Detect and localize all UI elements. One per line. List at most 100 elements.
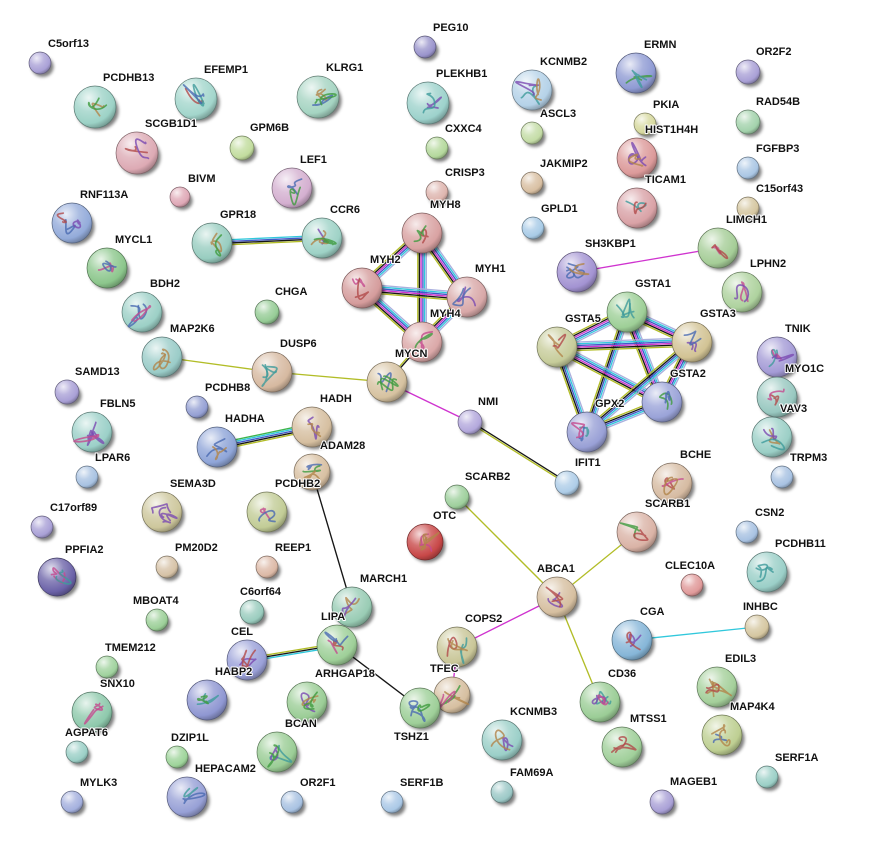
node-NMI[interactable]: NMI [457, 395, 499, 437]
node-OR2F2[interactable]: OR2F2 [735, 45, 792, 87]
edge-evidence-line-cooccurrence[interactable] [556, 340, 693, 347]
node-sphere[interactable] [95, 655, 119, 679]
node-CXXC4[interactable]: CXXC4 [425, 122, 484, 162]
node-MYLK3[interactable]: MYLK3 [60, 776, 118, 816]
edge-evidence-line-coexpression[interactable] [557, 343, 693, 351]
node-CEL[interactable]: CEL [226, 625, 270, 683]
node-CLEC10A[interactable]: CLEC10A [664, 559, 716, 599]
node-sphere[interactable] [28, 51, 52, 75]
node-sphere[interactable] [145, 608, 169, 632]
node-sphere[interactable] [226, 639, 268, 681]
edge-evidence-line-homology[interactable] [556, 337, 692, 344]
node-sphere[interactable] [380, 790, 404, 814]
node-ABCA1[interactable]: ABCA1 [536, 562, 580, 620]
edge-evidence-line-coexpression[interactable] [311, 471, 353, 608]
edge-evidence-line-textmining[interactable] [469, 422, 567, 485]
node-CRISP3[interactable]: CRISP3 [425, 166, 486, 206]
node-CSN2[interactable]: CSN2 [735, 506, 785, 546]
node-INHBC[interactable]: INHBC [742, 600, 779, 642]
node-sphere[interactable] [616, 511, 658, 553]
node-sphere[interactable] [51, 202, 93, 244]
node-FGFBP3[interactable]: FGFBP3 [736, 142, 800, 182]
node-ERMN[interactable]: ERMN [615, 38, 677, 96]
edge-evidence-line-cooccurrence[interactable] [586, 341, 693, 433]
node-LIMCH1[interactable]: LIMCH1 [697, 213, 768, 271]
node-LPHN2[interactable]: LPHN2 [721, 257, 787, 315]
node-SCARB1[interactable]: SCARB1 [616, 497, 691, 555]
node-sphere[interactable] [165, 745, 189, 769]
node-GSTA2[interactable]: GSTA2 [641, 367, 707, 425]
node-LIPA[interactable]: LIPA [316, 610, 360, 668]
node-RAD54B[interactable]: RAD54B [735, 95, 801, 137]
node-sphere[interactable] [746, 551, 788, 593]
node-PCDHB8[interactable]: PCDHB8 [185, 381, 251, 421]
node-PCDHB13[interactable]: PCDHB13 [73, 71, 155, 131]
node-sphere[interactable] [366, 361, 408, 403]
node-sphere[interactable] [556, 251, 598, 293]
edge-evidence-line-coexpression[interactable] [585, 340, 692, 432]
node-sphere[interactable] [735, 59, 761, 85]
node-sphere[interactable] [186, 679, 228, 721]
node-BCAN[interactable]: BCAN [256, 717, 318, 775]
node-TNIK[interactable]: TNIK [756, 322, 812, 380]
edge-evidence-line-coexpression[interactable] [470, 420, 568, 483]
node-PCDHB11[interactable]: PCDHB11 [746, 537, 827, 595]
node-sphere[interactable] [280, 790, 304, 814]
node-DUSP6[interactable]: DUSP6 [251, 337, 318, 395]
node-GPR18[interactable]: GPR18 [191, 208, 257, 266]
node-MAGEB1[interactable]: MAGEB1 [649, 775, 718, 817]
node-PM20D2[interactable]: PM20D2 [155, 541, 219, 581]
node-SCGB1D1[interactable]: SCGB1D1 [115, 117, 198, 177]
node-sphere[interactable] [406, 81, 450, 125]
node-CCR6[interactable]: CCR6 [301, 203, 361, 261]
node-RNF113A[interactable]: RNF113A [51, 188, 129, 246]
node-MYH8[interactable]: MYH8 [401, 198, 462, 256]
node-DZIP1L[interactable]: DZIP1L [165, 731, 210, 771]
node-sphere[interactable] [649, 789, 675, 815]
node-sphere[interactable] [481, 719, 523, 761]
node-VAV3[interactable]: VAV3 [751, 402, 808, 460]
node-GSTA3[interactable]: GSTA3 [671, 307, 737, 365]
node-ADAM28[interactable]: ADAM28 [293, 439, 366, 493]
node-LPAR6[interactable]: LPAR6 [75, 451, 131, 491]
edge-NMI-IFIT1[interactable] [469, 420, 568, 485]
node-sphere[interactable] [115, 131, 159, 175]
node-CD36[interactable]: CD36 [579, 667, 637, 725]
node-MYH4[interactable]: MYH4 [401, 307, 462, 365]
edge-GSTA5-GSTA3[interactable] [556, 337, 693, 352]
node-sphere[interactable] [425, 136, 449, 160]
node-sphere[interactable] [770, 465, 794, 489]
node-OR2F1[interactable]: OR2F1 [280, 776, 336, 816]
node-sphere[interactable] [554, 470, 580, 496]
node-PPFIA2[interactable]: PPFIA2 [37, 543, 105, 599]
edge-GSTA3-GPX2[interactable] [584, 338, 695, 436]
edge-SH3KBP1-LIMCH1[interactable] [576, 247, 719, 273]
edge-evidence-line-experiments[interactable] [576, 247, 719, 273]
node-ASCL3[interactable]: ASCL3 [520, 107, 577, 147]
node-sphere[interactable] [30, 515, 54, 539]
edge-evidence-line-experiments[interactable] [556, 342, 693, 349]
node-GPX2[interactable]: GPX2 [566, 397, 625, 455]
node-MYCN[interactable]: MYCN [366, 347, 428, 405]
node-sphere[interactable] [444, 484, 470, 510]
node-MARCH1[interactable]: MARCH1 [331, 572, 408, 630]
node-HABP2[interactable]: HABP2 [186, 665, 253, 723]
node-TFEC[interactable]: TFEC [429, 662, 473, 716]
edge-evidence-line-homology[interactable] [588, 344, 695, 436]
node-KCNMB3[interactable]: KCNMB3 [481, 705, 558, 763]
node-sphere[interactable] [457, 409, 483, 435]
node-MAP2K6[interactable]: MAP2K6 [141, 322, 216, 380]
node-sphere[interactable] [736, 156, 760, 180]
node-sphere[interactable] [229, 135, 255, 161]
node-sphere[interactable] [490, 780, 514, 804]
node-sphere[interactable] [75, 465, 99, 489]
node-MTSS1[interactable]: MTSS1 [601, 712, 668, 770]
node-REEP1[interactable]: REEP1 [255, 541, 312, 581]
node-ARHGAP18[interactable]: ARHGAP18 [286, 667, 376, 725]
edge-evidence-line-textmining[interactable] [584, 338, 691, 430]
node-HADH[interactable]: HADH [291, 392, 353, 450]
node-sphere[interactable] [65, 740, 89, 764]
node-sphere[interactable] [611, 619, 653, 661]
node-GPLD1[interactable]: GPLD1 [521, 202, 579, 242]
node-BDH2[interactable]: BDH2 [121, 277, 181, 335]
